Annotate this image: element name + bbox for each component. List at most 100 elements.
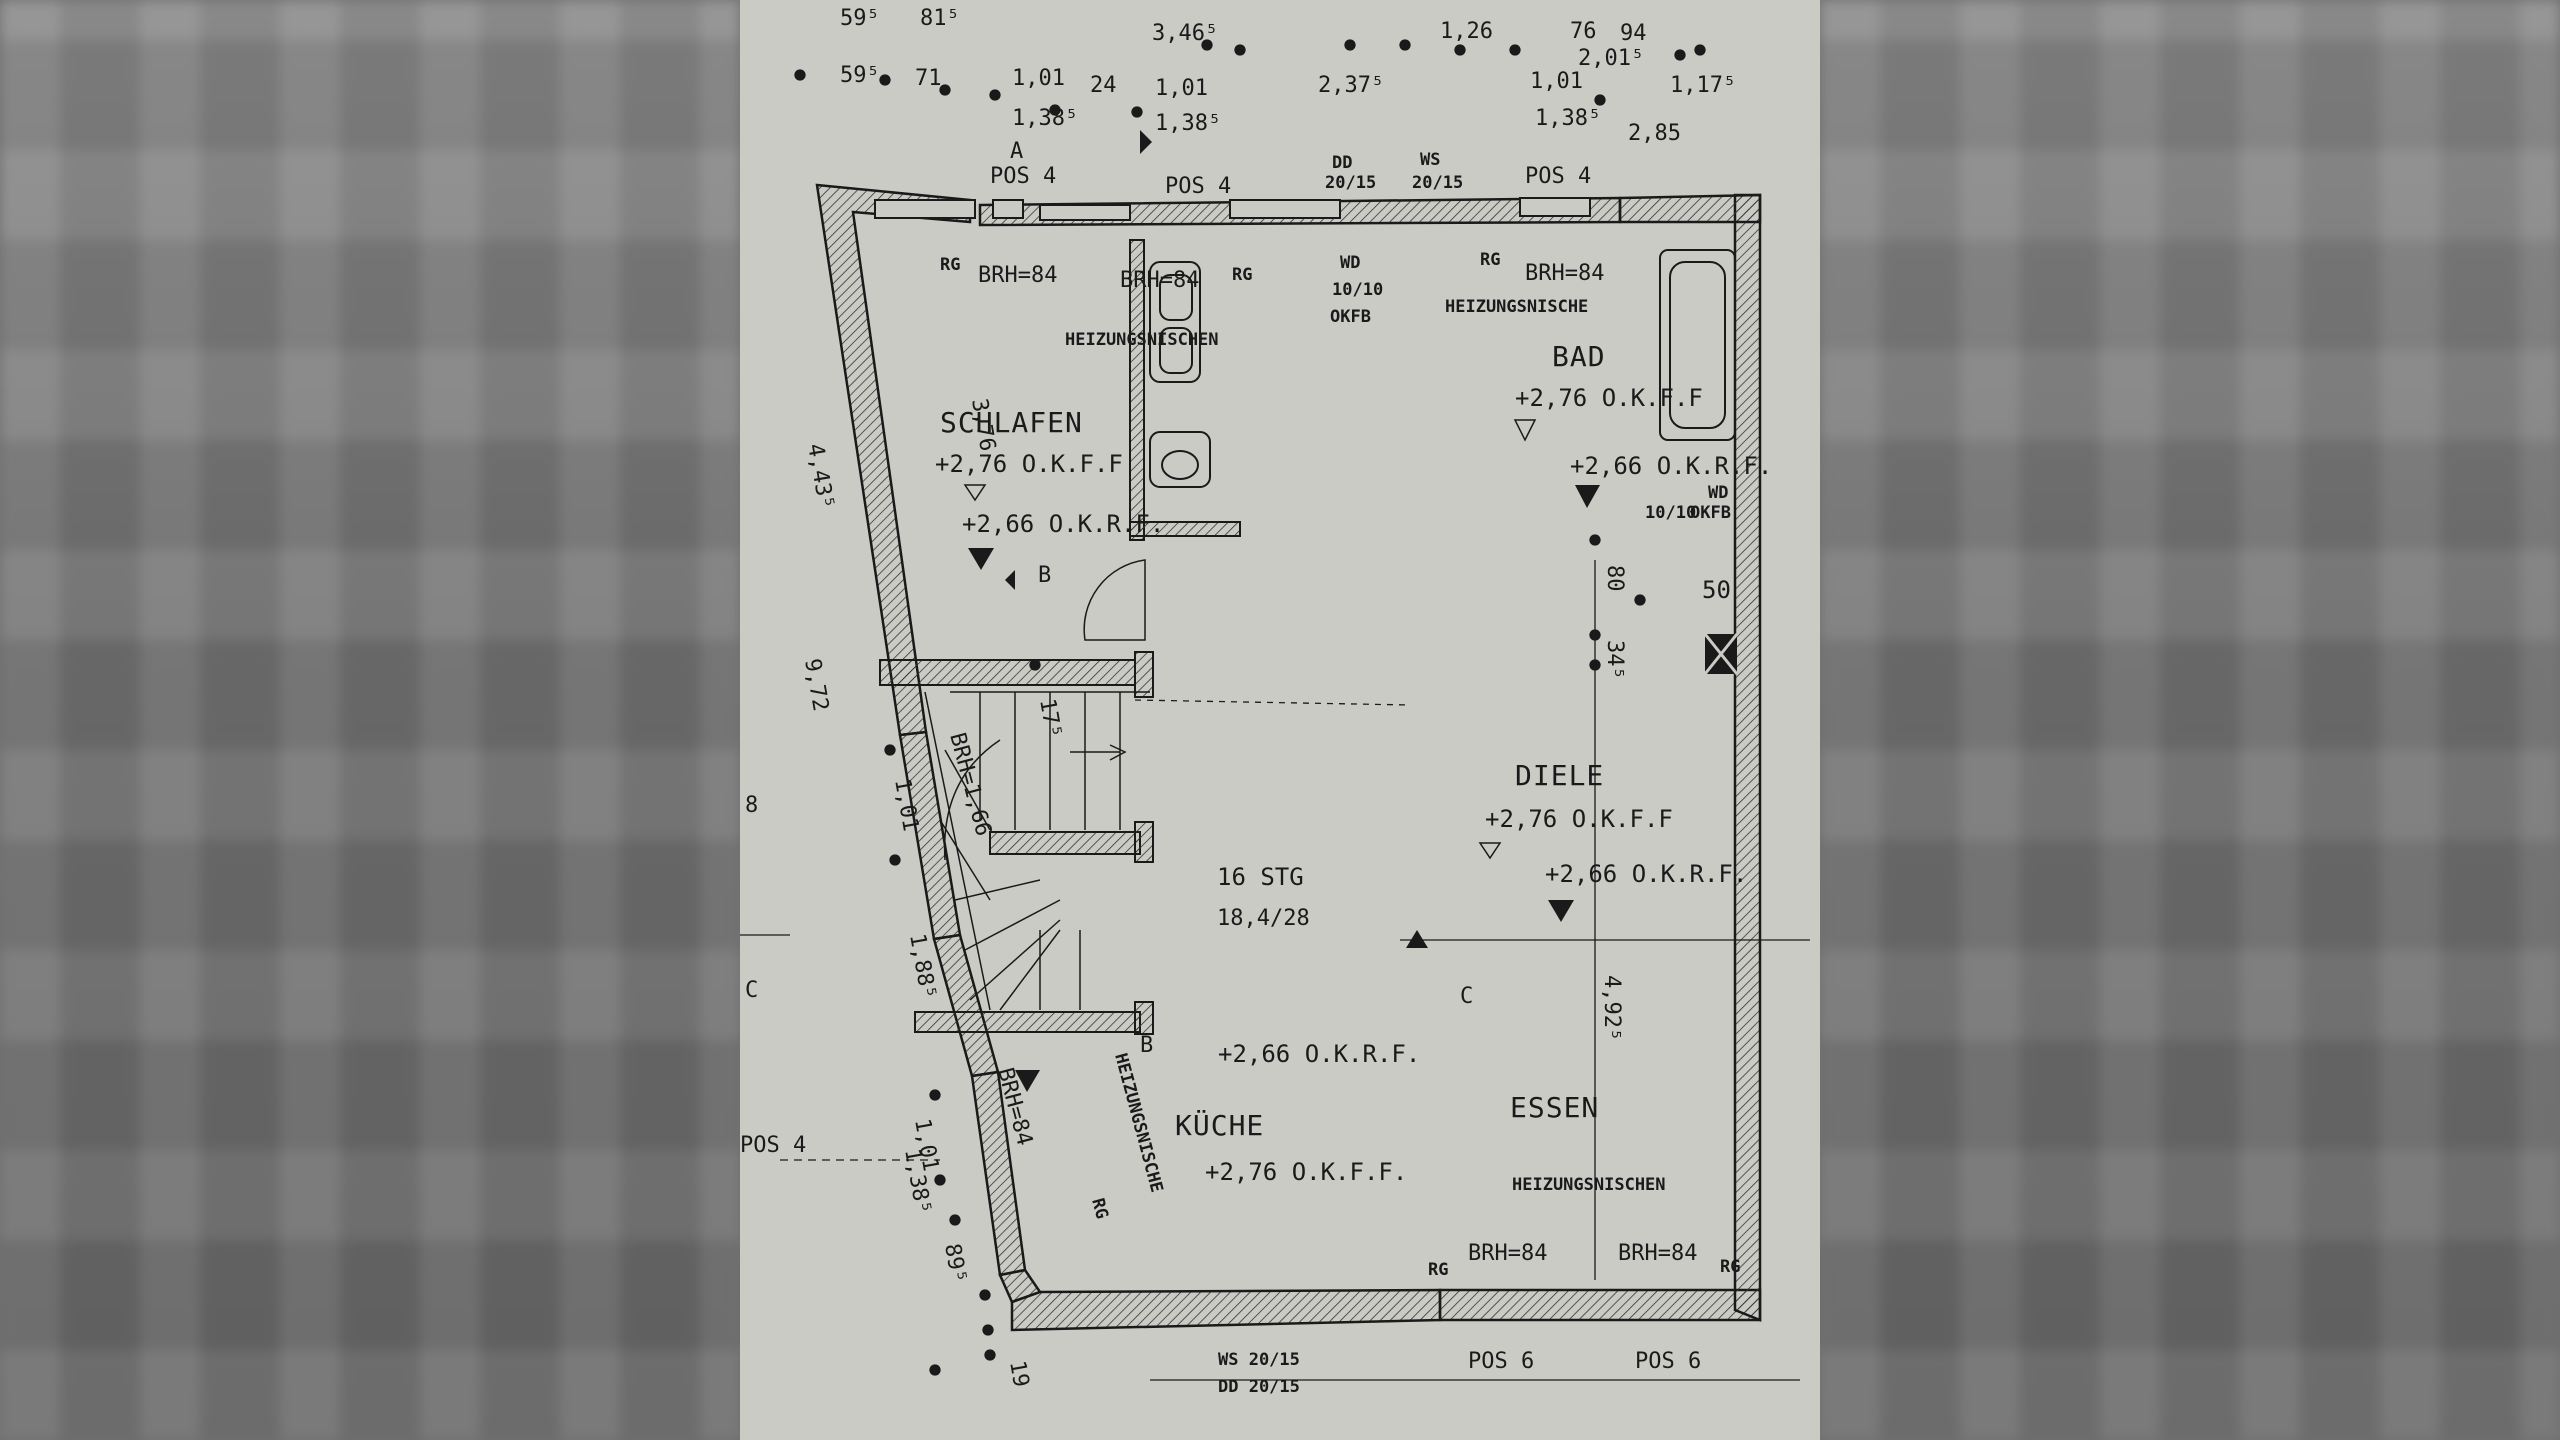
dim-top-101-a: 1,01 bbox=[1012, 66, 1065, 91]
wall-schlafen-south bbox=[879, 659, 1136, 686]
rg-2: RG bbox=[1232, 265, 1252, 285]
window-north-3 bbox=[1229, 199, 1341, 219]
dim-19: 19 bbox=[1004, 1359, 1033, 1389]
room-name-schlafen: SCHLAFEN bbox=[940, 406, 1083, 439]
wd-east-size: 10/10 bbox=[1645, 503, 1696, 523]
windows-north bbox=[874, 197, 1591, 221]
dim-top-101-c: 1,01 bbox=[1530, 69, 1583, 94]
dim-895: 89⁵ bbox=[939, 1242, 971, 1285]
brh-bad: BRH=84 bbox=[1525, 261, 1604, 286]
okfb-east: OKFB bbox=[1690, 503, 1731, 523]
wall-stub-1 bbox=[1134, 651, 1154, 698]
level-marker-kueche bbox=[1015, 1070, 1040, 1092]
dd-label: DD bbox=[1332, 153, 1352, 173]
section-a-label: A bbox=[1010, 139, 1023, 164]
floor-plan-sheet: SCHLAFEN +2,76 O.K.F.F +2,66 O.K.R.F. B A… bbox=[740, 0, 1820, 1440]
toilet bbox=[1149, 431, 1211, 488]
hollow-level-markers bbox=[963, 419, 1537, 860]
section-b-label-top: B bbox=[1038, 563, 1051, 588]
room-name-kueche: KÜCHE bbox=[1175, 1108, 1264, 1142]
level-marker-diele bbox=[1548, 900, 1574, 922]
dim-345: 34⁵ bbox=[1602, 640, 1627, 680]
room-name-diele: DIELE bbox=[1515, 759, 1604, 792]
dim-175: 17⁵ bbox=[1034, 697, 1066, 740]
dim-top-94: 94 bbox=[1620, 21, 1647, 46]
level-marker-schlafen bbox=[968, 548, 994, 570]
dim-top-1385-b: 1,38⁵ bbox=[1155, 111, 1221, 136]
brh-schlafen-1: BRH=84 bbox=[978, 263, 1057, 288]
shaft-symbol bbox=[1703, 633, 1739, 675]
wall-north-bath bbox=[1618, 193, 1762, 224]
wall-bath-south bbox=[1129, 521, 1241, 537]
room-name-essen: ESSEN bbox=[1510, 1091, 1599, 1124]
dim-972: 9,72 bbox=[799, 657, 833, 714]
bedroom-door-swing bbox=[1083, 559, 1146, 641]
level-okrf-kueche: +2,66 O.K.R.F. bbox=[1218, 1040, 1420, 1068]
dim-top-126: 1,26 bbox=[1440, 19, 1493, 44]
wall-bath-west bbox=[1129, 239, 1145, 541]
okfb-north: OKFB bbox=[1330, 307, 1371, 327]
internal-walls bbox=[879, 239, 1241, 1035]
level-okrf-schlafen: +2,66 O.K.R.F. bbox=[962, 510, 1164, 538]
wall-south-kitchen bbox=[1010, 1288, 1442, 1332]
pos4-label-1: POS 4 bbox=[990, 164, 1056, 189]
section-a-marker bbox=[1140, 130, 1152, 154]
brh-essen-1: BRH=84 bbox=[1468, 1241, 1547, 1266]
floor-plan-drawing: SCHLAFEN +2,76 O.K.F.F +2,66 O.K.R.F. B A… bbox=[740, 6, 1810, 1397]
dim-top-2015: 2,01⁵ bbox=[1578, 46, 1644, 71]
dim-80: 80 bbox=[1602, 565, 1627, 592]
dim-top-285: 2,85 bbox=[1628, 121, 1681, 146]
wall-stair-south bbox=[914, 1011, 1141, 1033]
dim-top-1175: 1,17⁵ bbox=[1670, 73, 1736, 98]
staircase bbox=[924, 691, 1150, 1011]
shaft-label: 50 bbox=[1702, 576, 1731, 604]
wall-stub-2 bbox=[1134, 821, 1154, 863]
pos4-label-left: POS 4 bbox=[740, 1133, 806, 1158]
pos4-label-3: POS 4 bbox=[1525, 164, 1591, 189]
dim-top-71: 71 bbox=[915, 66, 942, 91]
level-okff-schlafen: +2,76 O.K.F.F bbox=[935, 450, 1123, 478]
dim-top-2375: 2,37⁵ bbox=[1318, 73, 1384, 98]
level-okff-kueche: +2,76 O.K.F.F. bbox=[1205, 1158, 1407, 1186]
window-north-bath bbox=[1519, 197, 1591, 217]
dim-4435: 4,43⁵ bbox=[802, 442, 838, 512]
level-markers bbox=[968, 130, 1600, 1092]
dd-size: 20/15 bbox=[1325, 173, 1376, 193]
ws-size: 20/15 bbox=[1412, 173, 1463, 193]
dim-4925: 4,92⁵ bbox=[1599, 975, 1624, 1041]
level-okrf-bad: +2,66 O.K.R.F. bbox=[1570, 452, 1772, 480]
dim-8-left: 8 bbox=[745, 793, 758, 818]
wd-north-size: 10/10 bbox=[1332, 280, 1383, 300]
bathroom-fixtures bbox=[1149, 249, 1736, 488]
rg-3: RG bbox=[1480, 250, 1500, 270]
stair-steps: 16 STG bbox=[1217, 863, 1304, 891]
wall-west-middle bbox=[898, 730, 962, 941]
note-heizungsnischen-essen: HEIZUNGSNISCHEN bbox=[1512, 1175, 1666, 1195]
section-c-marker bbox=[1406, 930, 1428, 948]
ws-bottom: WS 20/15 bbox=[1218, 1350, 1300, 1370]
level-okrf-diele: +2,66 O.K.R.F. bbox=[1545, 860, 1747, 888]
wall-east bbox=[1733, 193, 1762, 1322]
stair-size: 18,4/28 bbox=[1217, 906, 1310, 931]
level-okff-diele: +2,76 O.K.F.F bbox=[1485, 805, 1673, 833]
wall-south-essen bbox=[1438, 1288, 1762, 1322]
ws-label: WS bbox=[1420, 150, 1440, 170]
rg-1: RG bbox=[940, 255, 960, 275]
window-north-1 bbox=[874, 199, 976, 219]
bathtub bbox=[1659, 249, 1736, 441]
dim-top-101-b: 1,01 bbox=[1155, 76, 1208, 101]
wall-stub-3 bbox=[1134, 1001, 1154, 1035]
rg-6: RG bbox=[1087, 1196, 1112, 1221]
pos4-label-2: POS 4 bbox=[1165, 174, 1231, 199]
dim-top-24: 24 bbox=[1090, 73, 1117, 98]
note-heizungsnischen-schlafen: HEIZUNGSNISCHEN bbox=[1065, 330, 1219, 350]
dim-top-595-a: 59⁵ bbox=[840, 6, 880, 31]
pos6-label-2: POS 6 bbox=[1635, 1349, 1701, 1374]
blurred-background-left bbox=[0, 0, 740, 1440]
dim-top-3465: 3,46⁵ bbox=[1152, 21, 1218, 46]
level-okff-bad: +2,76 O.K.F.F bbox=[1515, 384, 1703, 412]
dimension-lines bbox=[740, 39, 1810, 1381]
window-north-pillar bbox=[992, 199, 1024, 219]
blurred-background-right bbox=[1820, 0, 2560, 1440]
brh-essen-2: BRH=84 bbox=[1618, 1241, 1697, 1266]
